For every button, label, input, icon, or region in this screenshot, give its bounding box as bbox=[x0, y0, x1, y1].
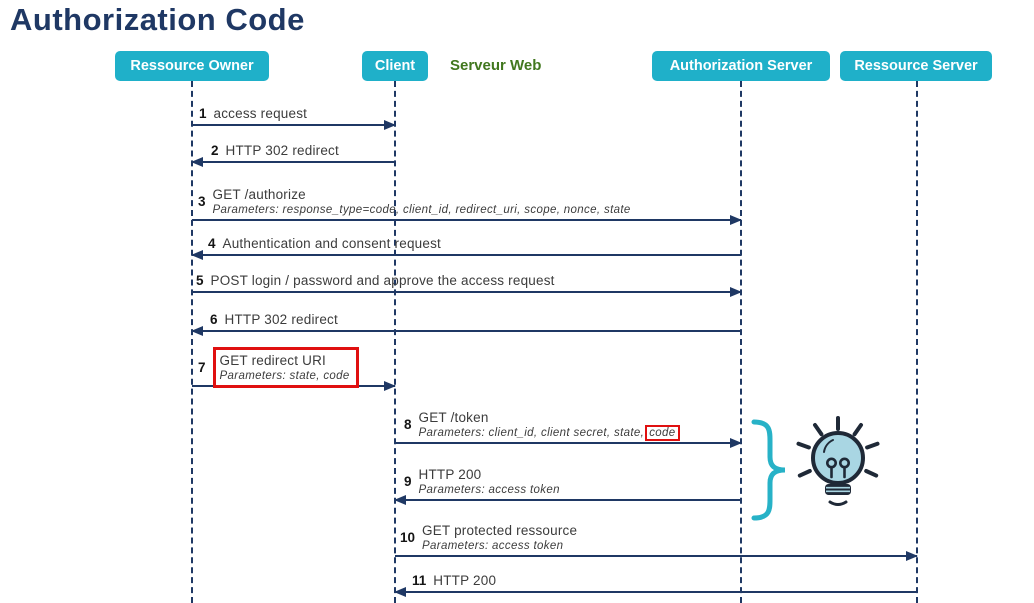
message-text-11: HTTP 200 bbox=[433, 573, 496, 588]
arrowhead-8 bbox=[730, 438, 742, 448]
message-text-5: POST login / password and approve the ac… bbox=[211, 273, 555, 288]
arrowhead-1 bbox=[384, 120, 396, 130]
message-arrow-10 bbox=[395, 551, 918, 561]
message-label-8: GET /token bbox=[418, 410, 489, 425]
arrowhead-6 bbox=[191, 326, 203, 336]
message-number-1: 1 bbox=[199, 106, 207, 121]
arrowhead-5 bbox=[730, 287, 742, 297]
actor-authorization-server: Authorization Server bbox=[652, 51, 830, 81]
message-text-2: HTTP 302 redirect bbox=[226, 143, 339, 158]
curly-brace-icon bbox=[751, 419, 786, 521]
page-title: Authorization Code bbox=[10, 2, 305, 37]
message-arrow-3 bbox=[192, 215, 742, 225]
arrowhead-7 bbox=[384, 381, 396, 391]
message-arrow-6 bbox=[191, 326, 741, 336]
message-params-10: Parameters: access token bbox=[422, 540, 564, 552]
message-4: 4 Authentication and consent request bbox=[208, 236, 441, 251]
message-number-2: 2 bbox=[211, 143, 219, 158]
message-number-8: 8 bbox=[404, 417, 412, 432]
lifeline-ressource-owner bbox=[191, 81, 193, 603]
arrowhead-10 bbox=[906, 551, 918, 561]
message-label-2: HTTP 302 redirect bbox=[225, 143, 339, 158]
message-label-9: HTTP 200 bbox=[418, 467, 482, 482]
message-7: 7 GET redirect URI Parameters: state, code bbox=[198, 347, 359, 388]
message-params-8: Parameters: client_id, client secret, st… bbox=[419, 425, 680, 441]
message-arrow-4 bbox=[191, 250, 741, 260]
message-arrow-8 bbox=[395, 438, 742, 448]
message-text-1: access request bbox=[214, 106, 308, 121]
message-text-7: GET redirect URI Parameters: state, code bbox=[212, 347, 359, 388]
message-1: 1 access request bbox=[199, 106, 307, 121]
message-label-7: GET redirect URI bbox=[219, 353, 326, 368]
lifeline-ressource-server bbox=[916, 81, 918, 603]
arrowhead-11 bbox=[394, 587, 406, 597]
arrowhead-9 bbox=[394, 495, 406, 505]
message-text-4: Authentication and consent request bbox=[223, 236, 441, 251]
actor-serveur-web: Serveur Web bbox=[450, 57, 542, 74]
arrowhead-3 bbox=[730, 215, 742, 225]
message-params-7: Parameters: state, code bbox=[219, 370, 350, 382]
message-label-11: HTTP 200 bbox=[433, 573, 497, 588]
message-2: 2 HTTP 302 redirect bbox=[211, 143, 339, 158]
lifeline-authorization-server bbox=[740, 81, 742, 603]
message-label-3: GET /authorize bbox=[212, 187, 306, 202]
lifeline-client bbox=[394, 81, 396, 603]
actor-ressource-owner: Ressource Owner bbox=[115, 51, 269, 81]
message-6: 6 HTTP 302 redirect bbox=[210, 312, 338, 327]
message-label-6: HTTP 302 redirect bbox=[224, 312, 338, 327]
message-label-1: access request bbox=[213, 106, 308, 121]
lightbulb-icon bbox=[796, 416, 880, 506]
message-number-11: 11 bbox=[412, 573, 427, 588]
arrowhead-4 bbox=[191, 250, 203, 260]
message-number-6: 6 bbox=[210, 312, 218, 327]
message-label-10: GET protected ressource bbox=[422, 523, 578, 538]
message-label-4: Authentication and consent request bbox=[222, 236, 441, 251]
message-11: 11 HTTP 200 bbox=[412, 573, 496, 588]
message-label-5: POST login / password and approve the ac… bbox=[210, 273, 555, 288]
message-arrow-5 bbox=[192, 287, 742, 297]
actor-ressource-server: Ressource Server bbox=[840, 51, 992, 81]
message-arrow-11 bbox=[394, 587, 917, 597]
message-number-10: 10 bbox=[400, 530, 416, 545]
message-arrow-1 bbox=[192, 120, 396, 130]
actor-client: Client bbox=[362, 51, 428, 81]
message-text-6: HTTP 302 redirect bbox=[225, 312, 338, 327]
message-number-7: 7 bbox=[198, 360, 206, 375]
message-number-3: 3 bbox=[198, 194, 206, 209]
message-params-3: Parameters: response_type=code, client_i… bbox=[212, 204, 631, 216]
message-number-9: 9 bbox=[404, 474, 412, 489]
message-arrow-9 bbox=[394, 495, 741, 505]
message-number-4: 4 bbox=[208, 236, 216, 251]
highlighted-param-8: code bbox=[645, 425, 680, 441]
message-5: 5 POST login / password and approve the a… bbox=[196, 273, 555, 288]
message-arrow-2 bbox=[191, 157, 395, 167]
arrowhead-2 bbox=[191, 157, 203, 167]
message-params-9: Parameters: access token bbox=[418, 484, 560, 496]
message-number-5: 5 bbox=[196, 273, 204, 288]
